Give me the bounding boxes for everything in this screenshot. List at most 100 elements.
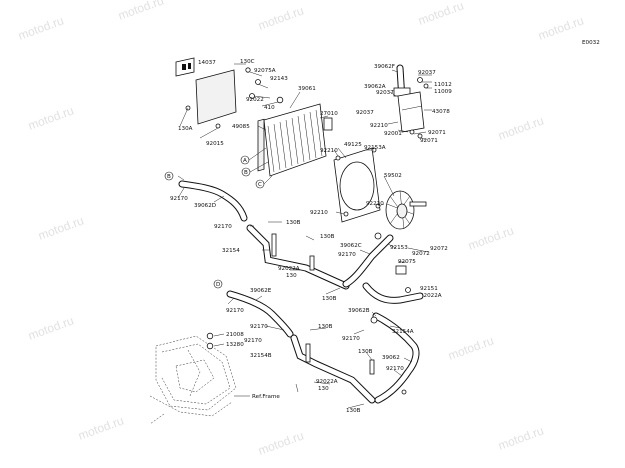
radiator-shroud-plate [195, 69, 237, 125]
callout-letter: A [243, 158, 247, 164]
part-number-label: 92210 [310, 210, 328, 216]
pipe-bracket [369, 359, 375, 375]
part-number-label: 92170 [170, 196, 188, 202]
part-number-label: 13280 [226, 342, 244, 348]
reservoir-group: 39062F 92037 11012 11009 39062A 92037 92… [356, 64, 452, 144]
callout-b-lower [164, 171, 174, 181]
part-number-label: 92071 [428, 130, 446, 136]
part-number-label: 49125 [344, 142, 362, 148]
bolt-icon [206, 342, 214, 350]
part-number-label: 92022A [420, 293, 442, 299]
part-number-label: 92015 [206, 141, 224, 147]
pipe-bracket [271, 233, 277, 257]
part-number-label: 92153 [390, 245, 408, 251]
cap-icon [276, 96, 284, 104]
part-number-label: 92170 [342, 336, 360, 342]
part-number-label: 92075 [398, 259, 416, 265]
part-number-label: 92022A [316, 379, 338, 385]
fan-shroud-opening [339, 161, 375, 211]
callout-d [213, 279, 223, 289]
part-number-label: 92071 [420, 138, 438, 144]
part-number-label: 92170 [214, 224, 232, 230]
pipe-bracket [305, 343, 311, 363]
grommet-icon [206, 332, 214, 340]
part-number-label: 130B [286, 220, 301, 226]
part-number-label: 32154A [392, 329, 414, 335]
diagram-code: E0032 [582, 40, 600, 46]
watermark-text: motod.ru [26, 313, 75, 342]
part-number-label: 92037 [376, 90, 394, 96]
part-number-label: 39062B [348, 308, 370, 314]
part-number-label: 27010 [320, 111, 338, 117]
part-number-label: 39062D [194, 203, 216, 209]
reservoir-tank [397, 91, 425, 133]
part-number-label: 39061 [298, 86, 316, 92]
part-number-label: 39062E [250, 288, 272, 294]
callout-letter: B [244, 170, 248, 176]
part-number-label: 39062 [382, 355, 400, 361]
clamp-icon [370, 316, 378, 324]
part-number-label: 130C [240, 59, 255, 65]
watermark-text: motod.ru [36, 213, 85, 242]
clamp-icon [374, 232, 382, 240]
watermark-text: motod.ru [26, 103, 75, 132]
part-number-label: 92151 [420, 286, 438, 292]
part-number-label: 43078 [432, 109, 450, 115]
watermark-text: motod.ru [16, 13, 65, 42]
screw-icon [215, 123, 221, 129]
fan-bracket [409, 201, 427, 207]
part-number-label: 32154 [222, 248, 240, 254]
part-number-label: 92072 [412, 251, 430, 257]
part-number-label: 92153A [364, 145, 386, 151]
watermark-text: motod.ru [536, 13, 585, 42]
part-number-label: 39062A [364, 84, 386, 90]
callout-letter: B [167, 174, 171, 180]
watermark-text: motod.ru [256, 3, 305, 32]
part-number-label: 130B [346, 408, 361, 414]
radiator-sensor [323, 117, 333, 131]
part-number-label: 92022 [246, 97, 264, 103]
part-number-label: 92170 [386, 366, 404, 372]
upper-hose-group: B 92170 39062D 92170 130B 130B 32154 390… [164, 171, 448, 302]
nut-icon [255, 79, 261, 85]
callout-letter: C [258, 182, 262, 188]
part-number-label: 130B [358, 349, 373, 355]
fan-group: 49125 92210 92153A 59502 92210 92210 [310, 142, 427, 230]
clamp-icon [417, 77, 423, 83]
callout-letter: D [216, 282, 220, 288]
part-number-label: 92075A [254, 68, 276, 74]
radiator-group: A B C 14037 130A 92015 130C 92075A 92143… [175, 57, 338, 189]
part-number-label: 130A [178, 126, 193, 132]
part-number-label: 92170 [226, 308, 244, 314]
part-number-label: 92037 [418, 70, 436, 76]
part-number-label: 39062C [340, 243, 362, 249]
part-number-label: 130B [320, 234, 335, 240]
watermark-text: motod.ru [256, 428, 305, 457]
fan-motor [396, 203, 408, 219]
screw-icon [245, 67, 251, 73]
watermark-text: motod.ru [496, 113, 545, 142]
radiator-tank-left [257, 118, 265, 172]
pipe-bracket [309, 255, 315, 271]
part-number-label: 92022A [278, 266, 300, 272]
part-number-label: 32154B [250, 353, 272, 359]
part-number-label: 92072 [430, 246, 448, 252]
part-number-label: 39062F [374, 64, 395, 70]
fan-switch [395, 265, 407, 275]
part-number-label: 92143 [270, 76, 288, 82]
part-number-label: 59502 [384, 173, 402, 179]
part-number-label: 130B [318, 324, 333, 330]
clamp-icon [423, 83, 429, 89]
lower-hose-group: D 92170 39062E 39062B 92170 130B 32154A … [213, 279, 424, 414]
part-number-label: 92037 [356, 110, 374, 116]
part-number-label: 92001 [384, 131, 402, 137]
part-number-label: 11012 [434, 82, 452, 88]
part-number-label: 92170 [250, 324, 268, 330]
part-number-label: 21008 [226, 332, 244, 338]
part-number-label: 49085 [232, 124, 250, 130]
part-number-label: 410 [264, 105, 275, 111]
watermark-text: motod.ru [446, 333, 495, 362]
watermark-text: motod.ru [466, 223, 515, 252]
part-number-label: 92170 [338, 252, 356, 258]
